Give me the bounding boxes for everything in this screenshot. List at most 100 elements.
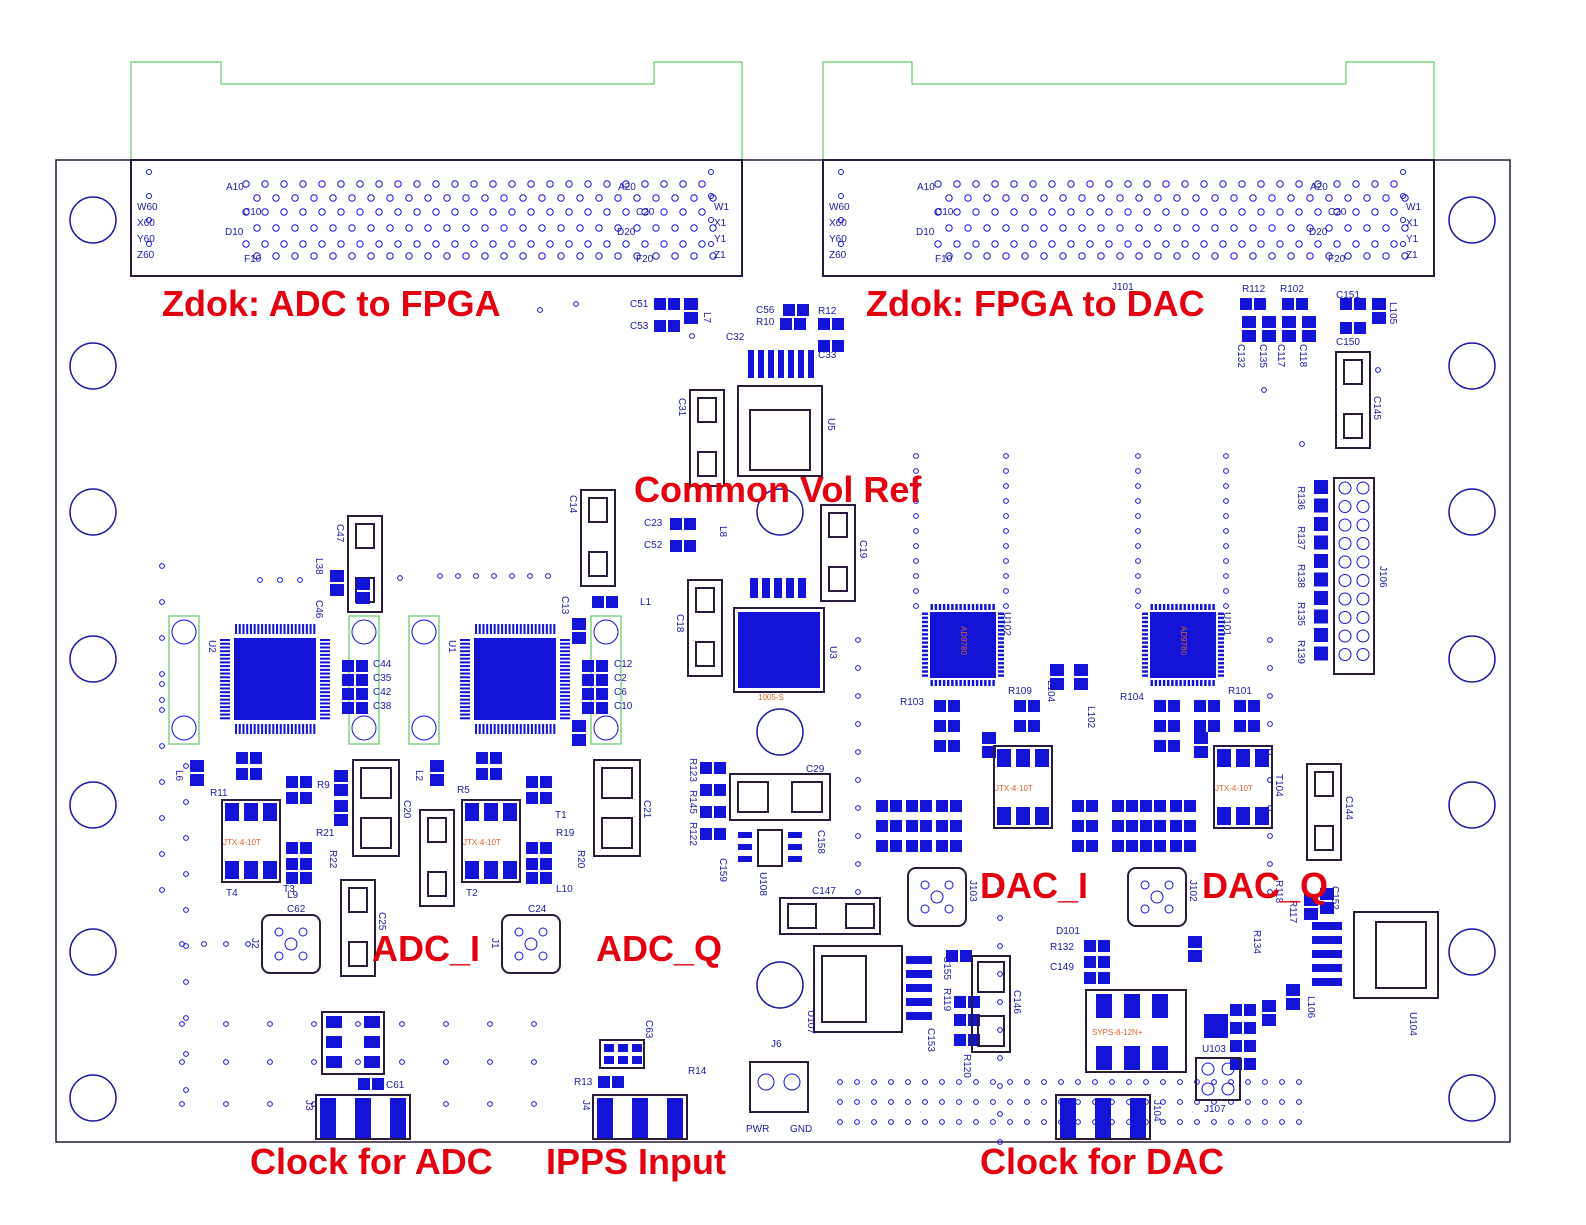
t104-marking: JTX-4-10T xyxy=(1215,784,1253,793)
c18-label: C18 xyxy=(674,614,685,633)
r22-label: R22 xyxy=(327,850,338,869)
j103-label: J103 xyxy=(967,880,978,902)
l7-label: L7 xyxy=(701,312,712,324)
c14-label: C14 xyxy=(567,495,578,514)
pin-label-a10: A10 xyxy=(226,182,244,193)
callout-zdok-dac: Zdok: FPGA to DAC xyxy=(866,283,1205,324)
mounting-holes xyxy=(69,196,1496,1122)
capacitor-c147: C147 xyxy=(779,886,881,935)
capacitor-c31: C31 xyxy=(676,389,725,487)
c118-label: C118 xyxy=(1297,344,1308,368)
chip-u3: 1005-S U3 xyxy=(733,578,838,702)
r122-label: R122 xyxy=(687,822,698,846)
pin-label-d20-dac: D20 xyxy=(1309,227,1328,238)
u1-label: U1 xyxy=(446,640,457,653)
l38-label: L38 xyxy=(313,558,324,575)
pin-label-c20-dac: C20 xyxy=(1328,207,1347,218)
j101-label: J101 xyxy=(1112,282,1134,293)
capacitor-c145: C145 xyxy=(1335,351,1382,449)
c132-label: C132 xyxy=(1235,344,1246,368)
c6-label: C6 xyxy=(614,687,627,698)
l105-label: L105 xyxy=(1387,302,1398,325)
r21-label: R21 xyxy=(316,828,335,839)
c33-label: C33 xyxy=(818,350,837,361)
c47-label: C47 xyxy=(334,524,345,543)
c2-label: C2 xyxy=(614,673,627,684)
c51-label: C51 xyxy=(630,299,649,310)
c31-label: C31 xyxy=(676,398,687,417)
pin-label-f10: F10 xyxy=(244,254,262,265)
header-j107: J107 xyxy=(1195,1057,1241,1115)
transformer-t2: JTX-4-10T T2 xyxy=(461,799,521,899)
r102-label: R102 xyxy=(1280,284,1304,295)
regulator-u104: U104 xyxy=(1312,911,1439,1036)
gnd-label: GND xyxy=(790,1124,812,1135)
pin-label-c10-dac: C10 xyxy=(935,207,954,218)
l104-label: L104 xyxy=(1045,680,1056,703)
zdok-dac-body xyxy=(822,61,1435,160)
capacitor-c28 xyxy=(419,809,455,907)
c35-label: C35 xyxy=(373,673,392,684)
u101-marking: AD9780 xyxy=(1179,626,1188,655)
chip-sysn: SYPS-8-12N+ xyxy=(1085,989,1187,1073)
pin-label-y1-dac: Y1 xyxy=(1406,234,1419,245)
c44-label: C44 xyxy=(373,659,392,670)
u104-label: U104 xyxy=(1407,1012,1418,1036)
c29-label: C29 xyxy=(806,764,825,775)
c145-label: C145 xyxy=(1371,396,1382,420)
u3-marking: 1005-S xyxy=(758,693,784,702)
c56-label: C56 xyxy=(756,305,775,316)
pin-label-d20: D20 xyxy=(617,227,636,238)
l102-label: L102 xyxy=(1085,706,1096,729)
r9-label: R9 xyxy=(317,780,330,791)
r109-label: R109 xyxy=(1008,686,1032,697)
transformer-t105: JTX-4-10T xyxy=(993,745,1053,829)
c62-label: C62 xyxy=(287,904,306,915)
via-field xyxy=(159,301,1381,1145)
r11-label: R11 xyxy=(210,788,228,799)
c20-label: C20 xyxy=(401,800,412,819)
r101-label: R101 xyxy=(1228,686,1252,697)
pin-label-f20-dac: F20 xyxy=(1328,254,1346,265)
capacitor-c146: C146 xyxy=(971,955,1022,1053)
pwr-label: PWR xyxy=(746,1124,769,1135)
r123-label: R123 xyxy=(687,758,698,782)
pin-label-a20: A20 xyxy=(618,182,636,193)
j3-label: J3 xyxy=(303,1100,314,1111)
t1-label: T1 xyxy=(555,810,567,821)
c144-label: C144 xyxy=(1343,796,1354,820)
j104-label: J104 xyxy=(1151,1100,1162,1122)
transformer-t104: JTX-4-10T T104 xyxy=(1213,745,1284,829)
callout-dac-i: DAC_I xyxy=(980,865,1088,906)
l8-label: L8 xyxy=(717,526,728,538)
callout-common-vol-ref: Common Vol Ref xyxy=(634,469,922,510)
pin-label-y1: Y1 xyxy=(714,234,727,245)
capacitor-c18: C18 xyxy=(674,579,723,677)
u3-label: U3 xyxy=(827,646,838,659)
r14-label: R14 xyxy=(688,1066,707,1077)
u101-label: U101 xyxy=(1221,612,1232,636)
callout-adc-i: ADC_I xyxy=(372,928,480,969)
sma-j103: J103 xyxy=(907,867,978,927)
r137-label: R137 xyxy=(1295,526,1306,550)
c63-label: C63 xyxy=(643,1020,654,1039)
c19-label: C19 xyxy=(857,540,868,559)
r19-label: R19 xyxy=(556,828,575,839)
l2-label: L2 xyxy=(413,770,424,782)
r145-label: R145 xyxy=(687,790,698,814)
l9-label: L9 xyxy=(287,890,299,901)
c38-label: C38 xyxy=(373,701,392,712)
r132-label: R132 xyxy=(1050,942,1074,953)
regulator-u5: U5 xyxy=(737,350,836,477)
callout-clock-dac: Clock for DAC xyxy=(980,1141,1224,1182)
pin-label-a20-dac: A20 xyxy=(1310,182,1328,193)
r138-label: R138 xyxy=(1295,564,1306,588)
u107-label: U107 xyxy=(805,1010,816,1034)
regulator-u107: U107 xyxy=(805,945,932,1034)
capacitor-c19: C19 xyxy=(820,504,868,602)
pin-label-x60-dac: X60 xyxy=(829,218,847,229)
c24-label: C24 xyxy=(528,904,547,915)
c52-label: C52 xyxy=(644,540,663,551)
j6-label: J6 xyxy=(771,1039,782,1050)
adc-chip-u1: U1 xyxy=(408,615,622,745)
